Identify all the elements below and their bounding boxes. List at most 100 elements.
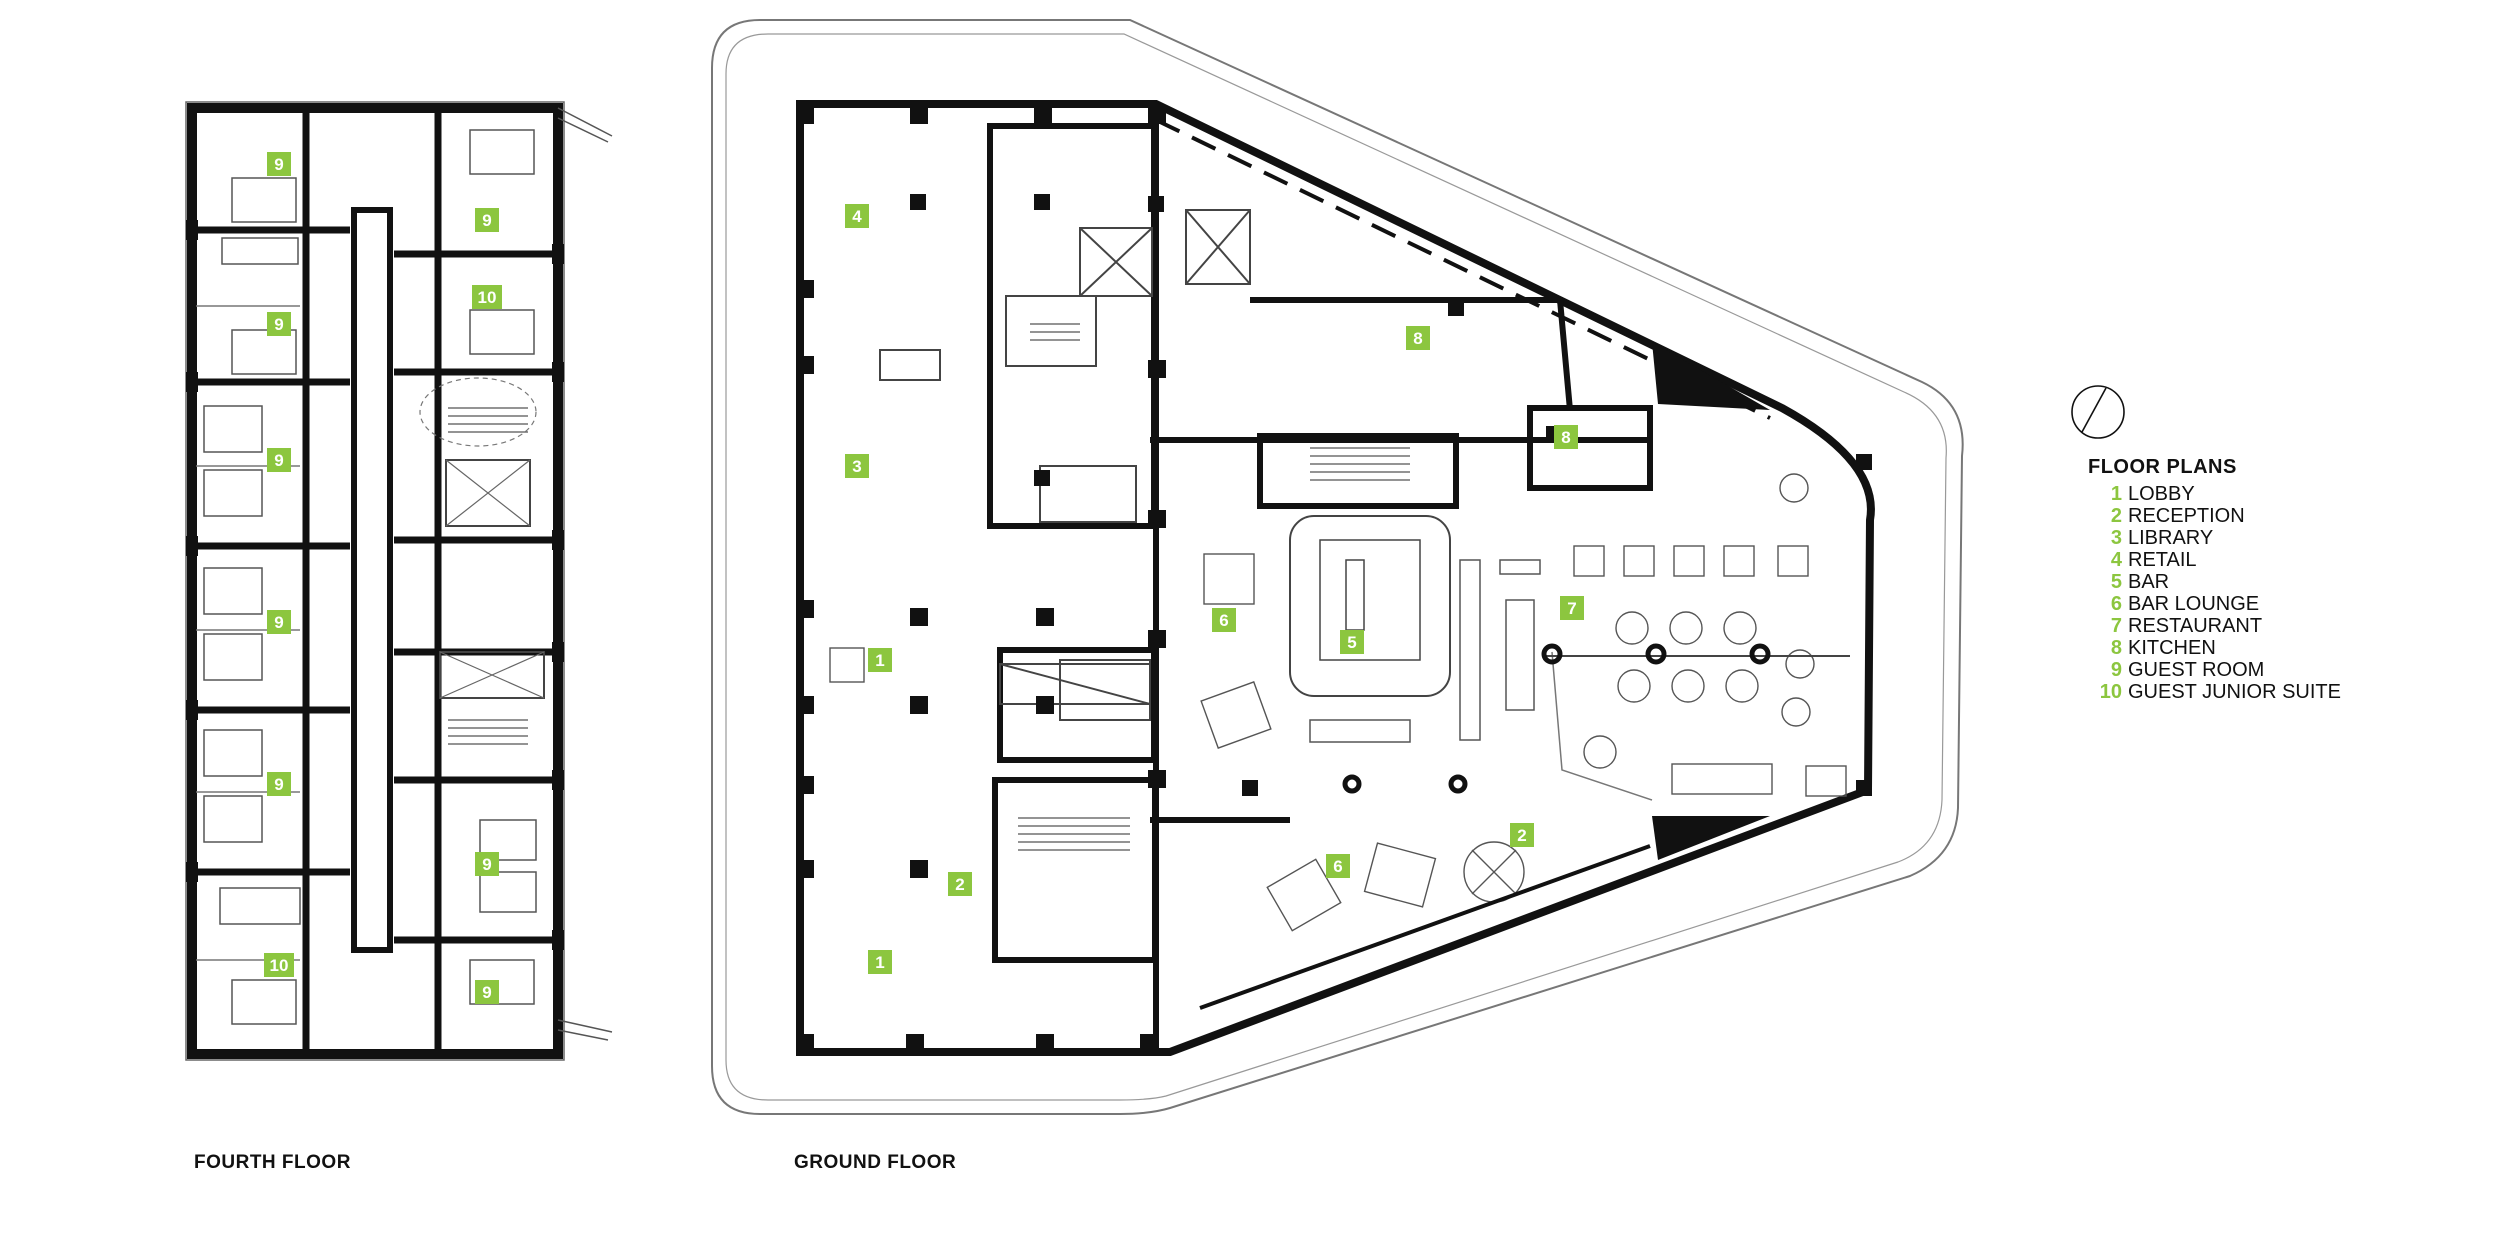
legend-item-bar-lounge: 6 BAR LOUNGE	[2088, 593, 2341, 615]
room-tag-number: 9	[274, 451, 283, 470]
legend-number: 5	[2110, 571, 2122, 593]
room-tag-box	[475, 980, 499, 1004]
room-tag-ground-3: 3	[845, 454, 869, 478]
room-tag-box	[1212, 608, 1236, 632]
room-tag-box	[1340, 630, 1364, 654]
room-tag-box	[267, 610, 291, 634]
legend-item-bar: 5 BAR	[2088, 571, 2341, 593]
room-tag-ground-8: 8	[1554, 425, 1578, 449]
room-tag-number: 6	[1333, 857, 1342, 876]
room-tag-box	[1510, 823, 1534, 847]
room-tag-number: 4	[852, 207, 862, 226]
room-tag-ground-2: 2	[948, 872, 972, 896]
room-tag-ground-7: 7	[1560, 596, 1584, 620]
legend-label: LIBRARY	[2128, 527, 2214, 549]
legend-label: GUEST ROOM	[2128, 659, 2265, 681]
legend-label: LOBBY	[2128, 483, 2195, 505]
room-tag-number: 9	[274, 775, 283, 794]
legend-item-guest-room: 9 GUEST ROOM	[2088, 659, 2341, 681]
legend-number: 7	[2110, 615, 2122, 637]
room-tag-ground-6: 6	[1326, 854, 1350, 878]
legend-item-kitchen: 8 KITCHEN	[2088, 637, 2341, 659]
legend-number: 9	[2110, 659, 2122, 681]
legend-label: RECEPTION	[2128, 505, 2245, 527]
room-tag-number: 3	[852, 457, 861, 476]
legend-number: 3	[2110, 527, 2122, 549]
room-tag-ground-8: 8	[1406, 326, 1430, 350]
room-tag-fourth-10: 10	[472, 285, 502, 309]
legend-label: BAR	[2128, 571, 2170, 593]
legend-label: RESTAURANT	[2128, 615, 2263, 637]
legend-number: 4	[2110, 549, 2122, 571]
room-tag-ground-1: 1	[868, 648, 892, 672]
legend-item-reception: 2 RECEPTION	[2088, 505, 2341, 527]
room-tag-box	[868, 950, 892, 974]
legend-item-library: 3 LIBRARY	[2088, 527, 2341, 549]
room-tag-box	[475, 852, 499, 876]
room-tag-ground-1: 1	[868, 950, 892, 974]
legend-number: 2	[2110, 505, 2122, 527]
room-tag-number: 10	[478, 288, 497, 307]
room-tag-box	[472, 285, 502, 309]
legend-number: 10	[2099, 681, 2122, 703]
legend-number: 6	[2110, 593, 2122, 615]
legend-item-lobby: 1 LOBBY	[2088, 483, 2341, 505]
room-tag-fourth-9: 9	[267, 152, 291, 176]
legend-item-guest-junior-suite: 10 GUEST JUNIOR SUITE	[2088, 681, 2341, 703]
legend-number: 1	[2110, 483, 2122, 505]
room-tag-number: 2	[1517, 826, 1526, 845]
room-tag-fourth-10: 10	[264, 953, 294, 977]
room-tag-ground-4: 4	[845, 204, 869, 228]
room-tag-box	[475, 208, 499, 232]
legend-number: 8	[2110, 637, 2122, 659]
room-tag-box	[1326, 854, 1350, 878]
room-tag-number: 10	[270, 956, 289, 975]
room-tag-number: 7	[1567, 599, 1576, 618]
legend-item-retail: 4 RETAIL	[2088, 549, 2341, 571]
legend-label: GUEST JUNIOR SUITE	[2128, 681, 2341, 703]
room-tag-box	[1554, 425, 1578, 449]
room-tag-number: 8	[1561, 428, 1570, 447]
room-tag-box	[1406, 326, 1430, 350]
fourth-floor-plan: 9 9 10 9 9 9 9 9 10 9	[185, 101, 613, 1061]
room-tag-number: 8	[1413, 329, 1422, 348]
legend-label: RETAIL	[2128, 549, 2197, 571]
room-tag-number: 9	[482, 855, 491, 874]
room-tag-box	[845, 204, 869, 228]
legend-item-restaurant: 7 RESTAURANT	[2088, 615, 2341, 637]
north-arrow-icon	[2071, 385, 2125, 439]
room-tag-ground-6: 6	[1212, 608, 1236, 632]
room-tag-fourth-9: 9	[475, 980, 499, 1004]
room-tag-number: 1	[875, 651, 884, 670]
room-tag-number: 5	[1347, 633, 1356, 652]
room-tag-fourth-9: 9	[267, 772, 291, 796]
room-tag-number: 9	[274, 315, 283, 334]
room-tag-box	[948, 872, 972, 896]
room-tag-number: 9	[274, 613, 283, 632]
room-tag-box	[267, 152, 291, 176]
room-tag-fourth-9: 9	[267, 610, 291, 634]
room-tag-box	[264, 953, 294, 977]
room-tag-number: 2	[955, 875, 964, 894]
room-tag-box	[267, 772, 291, 796]
legend-label: KITCHEN	[2128, 637, 2216, 659]
floor-plans-legend: FLOOR PLANS 1 LOBBY 2 RECEPTION 3 LIBRARY 4…	[2088, 456, 2341, 703]
room-tag-box	[845, 454, 869, 478]
room-tag-number: 6	[1219, 611, 1228, 630]
legend-label: BAR LOUNGE	[2128, 593, 2260, 615]
room-tag-number: 9	[274, 155, 283, 174]
room-tag-box	[1560, 596, 1584, 620]
legend-title: FLOOR PLANS	[2088, 456, 2237, 478]
room-tag-fourth-9: 9	[267, 312, 291, 336]
room-tag-fourth-9: 9	[475, 852, 499, 876]
room-tag-ground-2: 2	[1510, 823, 1534, 847]
room-tag-number: 9	[482, 211, 491, 230]
room-tag-box	[267, 448, 291, 472]
ground-floor-plan: 4 8 8 3 7 6 5 1 6 2 2 1	[711, 19, 1964, 1115]
room-tag-box	[267, 312, 291, 336]
room-tag-fourth-9: 9	[475, 208, 499, 232]
room-tag-fourth-9: 9	[267, 448, 291, 472]
room-tag-number: 9	[482, 983, 491, 1002]
